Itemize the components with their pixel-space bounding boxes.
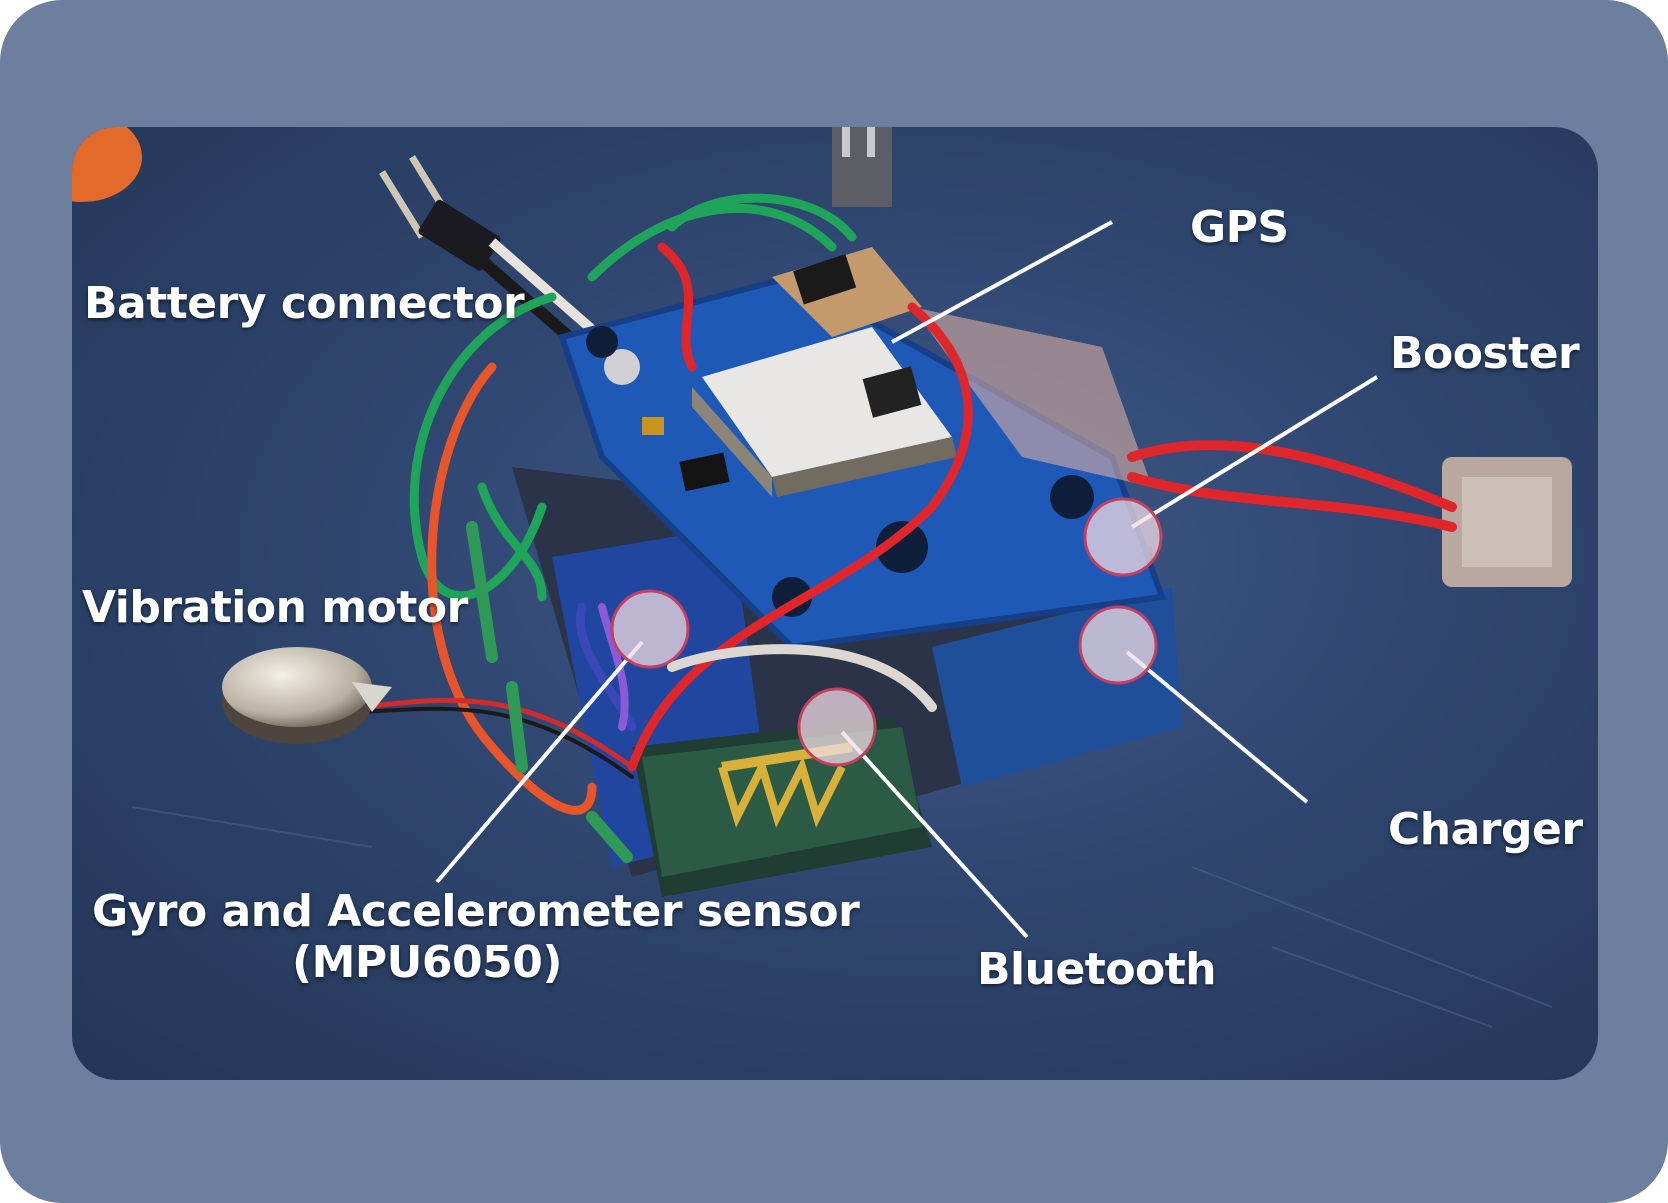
top-pin-header [832, 127, 892, 207]
callout-markers [610, 497, 1163, 767]
label-bluetooth: Bluetooth [977, 944, 1217, 995]
orange-object [72, 127, 142, 202]
label-battery-connector: Battery connector [84, 278, 525, 329]
label-gps: GPS [1190, 202, 1289, 253]
marker-booster [1083, 497, 1163, 577]
label-gyro-line2: (MPU6050) [292, 936, 562, 988]
tape [912, 307, 1152, 487]
gps-board [558, 247, 1167, 651]
circuit-photo: Battery connector GPS Booster Vibration … [72, 127, 1598, 1080]
marker-bluetooth [797, 687, 877, 767]
pointer-lines [435, 220, 1379, 939]
marker-gyro [610, 589, 690, 669]
right-connector [1442, 457, 1572, 587]
vibration-motor [222, 647, 392, 744]
label-booster: Booster [1390, 328, 1580, 379]
circuit-illustration [72, 127, 1572, 1028]
label-gyro-sensor: Gyro and Accelerometer sensor (MPU6050) [92, 886, 860, 988]
wires [359, 193, 1457, 815]
marker-charger [1078, 605, 1158, 685]
mat-scratches [131, 806, 1553, 1028]
resistors [466, 521, 633, 863]
label-vibration-motor: Vibration motor [82, 582, 468, 633]
label-gyro-line1: Gyro and Accelerometer sensor [92, 886, 860, 937]
label-charger: Charger [1388, 804, 1583, 855]
